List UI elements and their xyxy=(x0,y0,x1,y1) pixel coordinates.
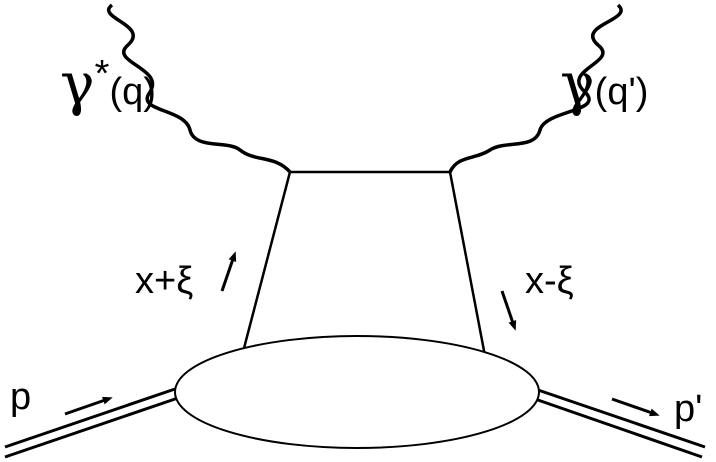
right-quark-arrow xyxy=(500,290,517,331)
outgoing-photon-line xyxy=(448,3,623,173)
quark-line-right xyxy=(448,171,487,357)
virtuality-star: * xyxy=(94,53,110,95)
outgoing-proton-arrow xyxy=(611,397,660,417)
incoming-proton-arrow xyxy=(64,396,113,416)
outgoing-proton-line xyxy=(534,388,706,459)
incoming-proton-line xyxy=(4,387,179,459)
right-quark-momentum-label: x-ξ xyxy=(525,260,574,302)
outgoing-proton-label: p' xyxy=(674,388,703,430)
left-quark-arrow xyxy=(220,251,237,292)
incoming-photon-line xyxy=(107,3,292,174)
quark-line-left xyxy=(241,171,292,353)
incoming-proton-label: p xyxy=(10,376,32,418)
gpd-blob xyxy=(174,335,540,449)
left-quark-momentum-label: x+ξ xyxy=(135,260,194,302)
outgoing-photon-momentum: (q') xyxy=(594,71,649,113)
outgoing-photon-label: γ(q') xyxy=(560,55,648,113)
gamma-symbol: γ xyxy=(560,50,595,118)
incoming-photon-label: γ*(q) xyxy=(60,55,156,113)
incoming-photon-momentum: (q) xyxy=(109,71,156,113)
gamma-symbol: γ xyxy=(60,50,95,118)
